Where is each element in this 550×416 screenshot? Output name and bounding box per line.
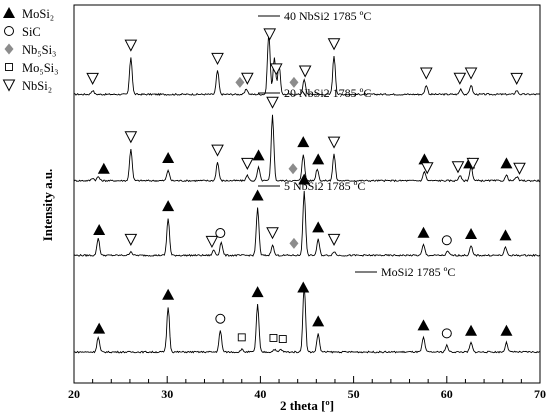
legend-label: Mo₅Si₃ — [22, 61, 59, 75]
marker-nb5si3 — [289, 237, 299, 249]
marker-nbsi2 — [451, 161, 465, 174]
x-tick-label: 30 — [161, 387, 173, 401]
marker-mosi2 — [252, 149, 265, 161]
diffraction-trace — [73, 284, 541, 354]
marker-nbsi2 — [464, 67, 478, 80]
diffraction-trace — [73, 190, 541, 257]
marker-nb5si3 — [235, 76, 245, 88]
diffraction-trace — [74, 31, 541, 96]
marker-mosi2 — [417, 226, 430, 238]
y-axis-title: Intensity a.u. — [40, 169, 55, 242]
phase-markers — [86, 28, 526, 344]
marker-nbsi2 — [466, 157, 480, 170]
marker-sic — [441, 328, 452, 339]
marker-nbsi2 — [298, 65, 312, 78]
marker-mosi2 — [251, 286, 264, 298]
marker-mosi2 — [93, 322, 106, 334]
marker-nbsi2 — [263, 28, 277, 41]
marker-nbsi2 — [420, 162, 434, 175]
marker-mosi2 — [297, 136, 310, 148]
marker-sic — [215, 228, 226, 239]
marker-nbsi2 — [327, 38, 341, 51]
trace-label: 5 NbSi2 1785 ºC — [284, 179, 365, 193]
plot-frame — [73, 4, 541, 384]
legend-label: Nb₅Si₃ — [22, 43, 56, 57]
marker-mosi2 — [93, 223, 106, 235]
marker-nbsi2 — [510, 72, 524, 85]
marker-nbsi2 — [124, 233, 138, 246]
marker-sic — [4, 26, 14, 36]
marker-nbsi2 — [453, 72, 467, 85]
marker-nb5si3 — [288, 163, 298, 175]
marker-mosi2 — [418, 153, 431, 165]
marker-nbsi2 — [266, 96, 279, 109]
marker-nbsi2 — [124, 39, 138, 52]
diffraction-traces — [73, 31, 541, 354]
marker-nbsi2 — [513, 162, 526, 175]
trace-label: 40 NbSi2 1785 ºC — [284, 9, 371, 23]
marker-mosi2 — [500, 157, 513, 169]
marker-mosi2 — [499, 229, 512, 241]
marker-mo5si3 — [237, 333, 246, 342]
legend-label: NbSi₂ — [22, 79, 52, 93]
marker-mosi2 — [417, 319, 430, 331]
marker-nbsi2 — [2, 79, 16, 92]
marker-mosi2 — [162, 200, 175, 212]
marker-mosi2 — [298, 173, 311, 185]
marker-nbsi2 — [419, 67, 433, 80]
x-tick-label: 40 — [254, 387, 266, 401]
marker-mosi2 — [162, 288, 175, 300]
x-tick-label: 60 — [441, 387, 453, 401]
legend-label: SiC — [22, 25, 41, 39]
marker-mo5si3 — [278, 335, 287, 344]
marker-nbsi2 — [205, 235, 219, 249]
x-tick-label: 70 — [534, 387, 546, 401]
marker-nbsi2 — [327, 136, 341, 149]
marker-mosi2 — [97, 162, 110, 174]
trace-label: 20 NbSi2 1785 ºC — [284, 86, 371, 100]
x-axis-ticks: 20 30 40 50 60 70 — [68, 376, 546, 401]
marker-mosi2 — [251, 189, 264, 201]
marker-nbsi2 — [327, 233, 341, 246]
marker-mosi2 — [500, 324, 513, 336]
marker-mo5si3 — [5, 63, 13, 71]
marker-mo5si3 — [269, 333, 278, 342]
marker-nbsi2 — [241, 157, 254, 170]
marker-mosi2 — [465, 228, 478, 240]
marker-nbsi2 — [269, 63, 283, 76]
x-axis-title: 2 theta [º] — [280, 398, 334, 413]
legend: MoSi₂ SiC Nb₅Si₃ Mo₅Si₃ NbSi₂ — [2, 7, 59, 93]
marker-nbsi2 — [266, 227, 279, 240]
trace-label: MoSi2 1785 ºC — [381, 265, 455, 279]
legend-label: MoSi₂ — [22, 7, 54, 21]
marker-nbsi2 — [86, 72, 99, 85]
marker-mosi2 — [162, 152, 175, 164]
marker-nb5si3 — [4, 43, 14, 55]
trace-labels: 40 NbSi2 1785 ºC 20 NbSi2 1785 ºC 5 NbSi2 … — [258, 9, 455, 279]
marker-mosi2 — [3, 7, 15, 18]
marker-mosi2 — [465, 324, 478, 336]
marker-nbsi2 — [211, 52, 224, 65]
marker-mosi2 — [312, 221, 325, 233]
marker-nbsi2 — [241, 72, 254, 85]
marker-mosi2 — [297, 281, 310, 293]
marker-nbsi2 — [211, 144, 224, 157]
marker-mosi2 — [312, 153, 325, 165]
marker-nb5si3 — [289, 76, 299, 88]
marker-sic — [441, 235, 452, 246]
marker-sic — [215, 313, 226, 324]
x-tick-label: 20 — [68, 387, 80, 401]
marker-mosi2 — [312, 315, 325, 327]
diffraction-trace — [73, 114, 541, 183]
marker-nbsi2 — [124, 131, 138, 144]
x-tick-label: 50 — [348, 387, 360, 401]
